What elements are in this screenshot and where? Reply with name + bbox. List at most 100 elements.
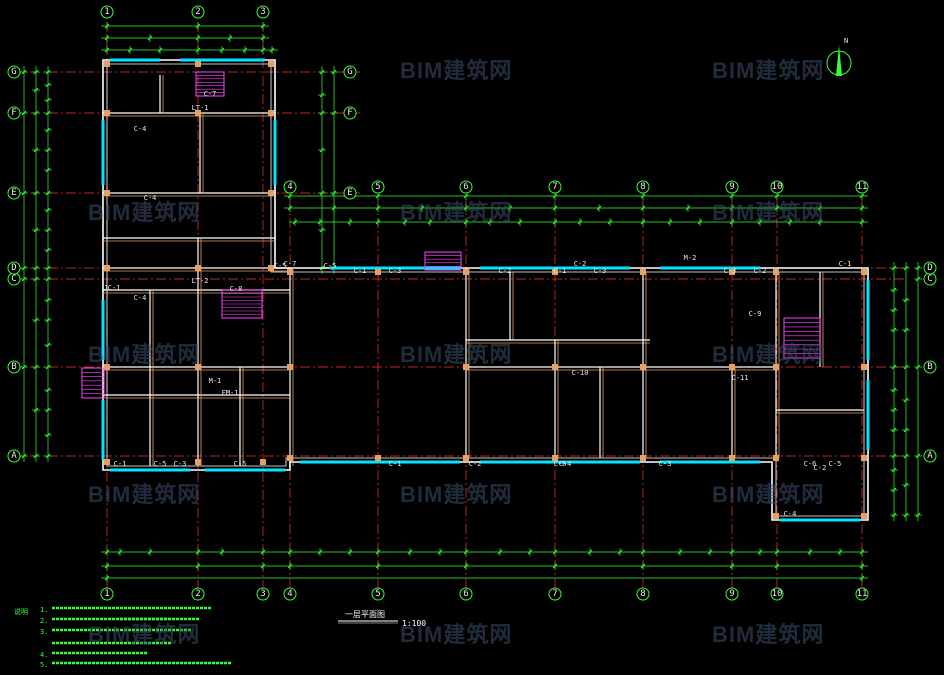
axis-label-2: 2 — [195, 7, 200, 17]
axis-label-B: B — [11, 362, 16, 372]
room-label-c-4: C-4 — [144, 194, 157, 202]
dim-bot-1-slash — [219, 549, 225, 555]
dim-left-2-slash — [33, 317, 39, 323]
room-label-c-4: C-4 — [134, 125, 147, 133]
axis-bubble-3 — [256, 587, 270, 601]
dim-right-2-slash — [903, 327, 909, 333]
room-label-c-4: C-4 — [559, 460, 572, 468]
dim-left-3-slash — [45, 453, 51, 459]
dim-right-3-slash — [891, 387, 897, 393]
room-label-c-1: C-1 — [354, 267, 367, 275]
axis-bubble-F — [7, 106, 21, 120]
dim-top-6-slash — [787, 219, 793, 225]
axis-bubble-2 — [191, 587, 205, 601]
axis-label-1: 1 — [104, 7, 109, 17]
dim-top-6-slash — [427, 219, 433, 225]
axis-bubble-G — [7, 65, 21, 79]
dim-left-3-slash — [45, 82, 51, 88]
drawing-title: 一层平面图 — [345, 610, 385, 619]
dim-top-1-slash — [104, 23, 110, 29]
columns — [104, 61, 867, 519]
dim-bot-1-slash — [774, 549, 780, 555]
dim-bot-1-slash — [617, 549, 623, 555]
dim-top-6-slash — [402, 219, 408, 225]
dim-bot-2-slash — [260, 563, 266, 569]
axis-label-9: 9 — [729, 182, 734, 192]
dim-left-3-slash — [45, 167, 51, 173]
dim-bot-2-slash — [640, 563, 646, 569]
axis-label-8: 8 — [640, 589, 645, 599]
axis-bubble-7 — [548, 180, 562, 194]
watermark: BIM建筑网 — [400, 622, 512, 647]
column — [773, 455, 779, 461]
dim-right-3-slash — [891, 307, 897, 313]
column — [861, 513, 867, 519]
dim-bot-1-slash — [707, 549, 713, 555]
axis-label-11: 11 — [857, 589, 868, 599]
dim-top-5-slash — [287, 205, 293, 211]
axis-bubble-1 — [100, 587, 114, 601]
dim-top-6-slash — [859, 219, 865, 225]
room-label-c-3: C-3 — [389, 267, 402, 275]
room-label-c-7: C-7 — [284, 260, 297, 268]
room-label-lt-2: LT-2 — [192, 277, 209, 285]
title-block: 一层平面图 1:100 — [338, 610, 426, 628]
watermark: BIM建筑网 — [712, 482, 824, 507]
dim-top-2-slash — [260, 35, 266, 41]
dim-left-1-slash — [21, 190, 27, 196]
column — [195, 110, 201, 116]
watermark: BIM建筑网 — [712, 58, 824, 83]
room-label-c-5: C-5 — [324, 262, 337, 270]
dim-bot-1-slash — [837, 549, 843, 555]
column — [268, 61, 274, 67]
dim-right-1-slash — [915, 276, 921, 282]
axis-bubble-G — [343, 65, 357, 79]
dim-top-6-slash — [292, 219, 298, 225]
watermark: BIM建筑网 — [712, 342, 824, 367]
dim-bot-1-slash — [407, 549, 413, 555]
dim-top-5-slash — [729, 205, 735, 211]
dim-right-2-slash — [903, 512, 909, 518]
dim-top-4-slash — [375, 193, 381, 199]
dim-bot-2-slash — [375, 563, 381, 569]
dim-mid-2-slash — [319, 227, 325, 233]
dim-top-3-slash — [242, 47, 248, 53]
dim-right-1-slash — [915, 512, 921, 518]
dim-left-2-slash — [33, 453, 39, 459]
dim-top-6-slash — [577, 219, 583, 225]
room-label-m-1: M-1 — [209, 377, 222, 385]
notes-block: 说明 1. 2. 3. 4. 5. — [14, 606, 232, 669]
watermark: BIM建筑网 — [88, 200, 200, 225]
dim-left-3-slash — [45, 190, 51, 196]
room-label-c-2: C-2 — [574, 260, 587, 268]
room-label-fm-1: FM-1 — [222, 389, 239, 397]
axis-label-10: 10 — [772, 182, 783, 192]
dim-left-2-slash — [33, 147, 39, 153]
axis-label-7: 7 — [552, 182, 557, 192]
stairs — [81, 71, 821, 399]
axis-bubble-F — [343, 106, 357, 120]
dim-right-1-slash — [915, 265, 921, 271]
dim-left-2-slash — [33, 69, 39, 75]
room-label-c-1: C-1 — [839, 260, 852, 268]
dim-bot-2-slash — [104, 563, 110, 569]
axis-bubble-D — [923, 261, 937, 275]
dim-top-5-slash — [596, 205, 602, 211]
stair-step-front — [424, 251, 462, 271]
dim-top-4-slash — [463, 193, 469, 199]
axis-label-2: 2 — [195, 589, 200, 599]
column — [640, 455, 646, 461]
room-label-c-5: C-5 — [154, 460, 167, 468]
axis-label-C: C — [11, 274, 16, 284]
north-arrow: N — [826, 37, 852, 76]
dim-top-5-slash — [419, 205, 425, 211]
axis-label-E: E — [11, 188, 16, 198]
axis-bubble-3 — [256, 5, 270, 19]
dim-top-4-slash — [774, 193, 780, 199]
dim-bot-1-slash — [859, 549, 865, 555]
dim-left-3-slash — [45, 207, 51, 213]
dim-right-3-slash — [891, 265, 897, 271]
dim-top-3-slash — [195, 47, 201, 53]
dim-top-6-slash — [375, 219, 381, 225]
